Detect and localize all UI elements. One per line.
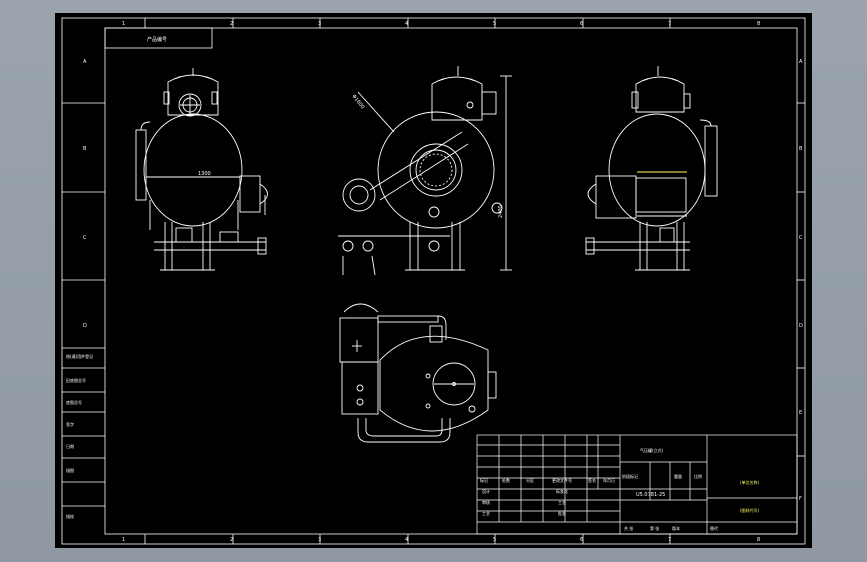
- col-top-8: 8: [757, 21, 760, 27]
- grid-labels: 1 2 3 4 5 6 7 8 1 2 3 4 5 6 7 8 A B C D …: [83, 21, 803, 543]
- weight-label: 重量: [674, 473, 682, 479]
- header-col-2: 处数: [502, 477, 510, 483]
- col-top-5: 5: [493, 21, 496, 27]
- header-col-4: 更改文件号: [552, 477, 572, 483]
- top-label: 产品编号: [147, 36, 167, 43]
- row-right-d: D: [799, 323, 803, 329]
- row-left-d: D: [83, 323, 87, 329]
- strip-label-6: 描图: [66, 467, 74, 473]
- header-col-1: 标记: [480, 477, 488, 483]
- strip-label-3: 底图总号: [66, 399, 82, 405]
- col-top-1: 1: [122, 21, 125, 27]
- left-row-1: 设计: [482, 488, 490, 494]
- col-bottom-8: 8: [757, 537, 760, 543]
- col-bottom-2: 2: [230, 537, 233, 543]
- drawing-code: (图样代号): [740, 507, 760, 513]
- left-strip-labels: 借(通)用件登记 旧底图总号 底图总号 签字 日期 描图 描校: [66, 353, 93, 519]
- footer-4: 替代: [710, 525, 718, 531]
- header-col-5: 签名: [588, 477, 596, 483]
- row-right-a: A: [799, 59, 803, 65]
- height-dimension: 2400: [498, 205, 504, 218]
- company-name: (单位名称): [740, 479, 760, 485]
- col-bottom-1: 1: [122, 537, 125, 543]
- title-block: [476, 434, 798, 535]
- footer-1: 共 张: [624, 525, 633, 531]
- scale-label: 比例: [694, 473, 702, 479]
- col-bottom-7: 7: [668, 537, 671, 543]
- left-strip: [62, 347, 105, 507]
- main-title: 气压罐(立式): [640, 447, 664, 453]
- stage-label: 阶段标记: [622, 473, 638, 479]
- strip-label-5: 日期: [66, 443, 74, 449]
- col-top-4: 4: [405, 21, 408, 27]
- header-col-3: 分区: [526, 477, 534, 483]
- footer-2: 第 张: [650, 525, 659, 531]
- col-top-2: 2: [230, 21, 233, 27]
- row-right-e: E: [799, 410, 802, 416]
- drawing-number: U5.0781-25: [636, 492, 665, 498]
- row-right-f: F: [799, 496, 802, 502]
- top-view: [339, 303, 497, 443]
- col-bottom-5: 5: [493, 537, 496, 543]
- front-view: [135, 68, 268, 271]
- mid-row-3: 批准: [558, 510, 566, 516]
- col-bottom-3: 3: [318, 537, 321, 543]
- border-frame: [61, 17, 806, 545]
- strip-label-4: 签字: [66, 421, 74, 427]
- footer-3: 版本: [672, 525, 680, 531]
- col-top-6: 6: [580, 21, 583, 27]
- row-left-b: B: [83, 146, 87, 152]
- side-view: [338, 66, 512, 276]
- left-row-2: 审核: [482, 499, 490, 505]
- row-left-c: C: [83, 235, 87, 241]
- left-row-3: 工艺: [482, 511, 490, 516]
- row-left-a: A: [83, 59, 87, 65]
- mid-row-1: 标准化: [556, 488, 568, 494]
- strip-label-7: 描校: [66, 513, 74, 519]
- col-top-3: 3: [318, 21, 321, 27]
- strip-label-1: 借(通)用件登记: [66, 353, 93, 359]
- header-col-6: 年月日: [603, 477, 615, 483]
- strip-label-2: 旧底图总号: [66, 377, 86, 383]
- col-bottom-6: 6: [580, 537, 583, 543]
- drawing-sheet: [55, 13, 812, 548]
- mid-row-2: 工艺: [558, 500, 566, 505]
- rear-view: [585, 66, 718, 271]
- col-top-7: 7: [668, 21, 671, 27]
- row-right-c: C: [799, 235, 803, 241]
- width-dimension: 1300: [198, 171, 211, 177]
- title-block-text: 气压罐(立式) 阶段标记 重量 比例 U5.0781-25 (单位名称) (图样…: [480, 447, 760, 531]
- row-right-b: B: [799, 146, 803, 152]
- col-bottom-4: 4: [405, 537, 408, 543]
